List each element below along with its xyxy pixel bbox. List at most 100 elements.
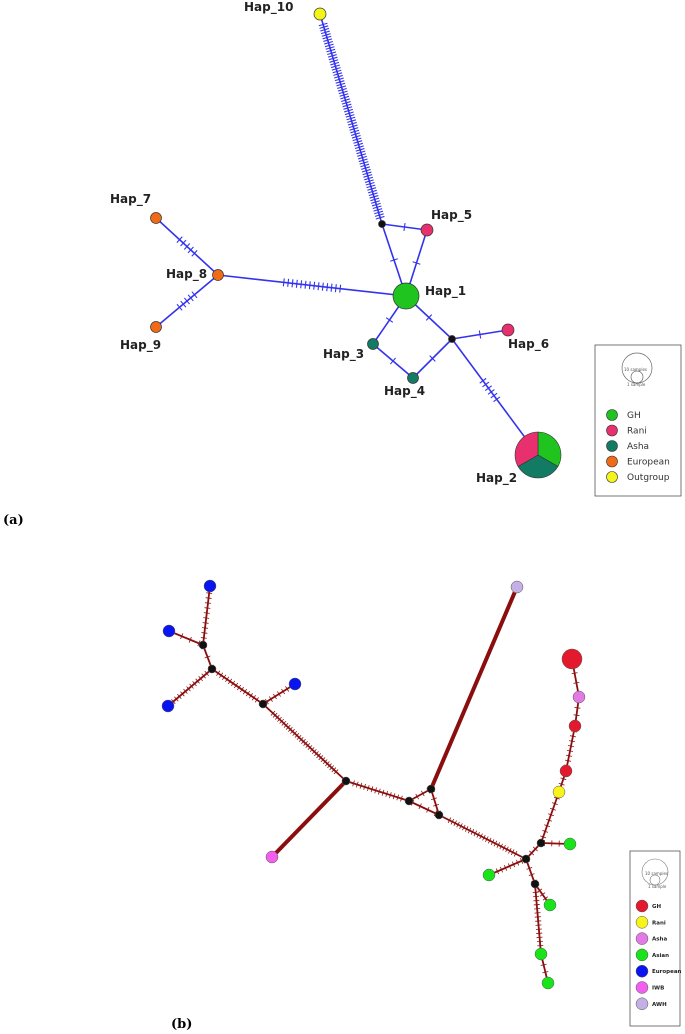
mutation-tick bbox=[216, 670, 221, 676]
mutation-tick bbox=[571, 672, 578, 675]
mutation-tick bbox=[495, 868, 500, 875]
mutation-tick bbox=[347, 121, 357, 126]
mutation-tick bbox=[412, 261, 421, 265]
mutation-tick bbox=[176, 236, 183, 243]
mutation-tick bbox=[415, 793, 420, 800]
hap-10-label: Hap_10 bbox=[244, 0, 293, 15]
mutation-tick bbox=[171, 699, 176, 705]
mutation-tick bbox=[392, 793, 396, 800]
mutation-tick bbox=[462, 824, 466, 831]
mutation-tick bbox=[327, 763, 332, 769]
gh-node bbox=[559, 764, 573, 778]
mutation-tick bbox=[473, 830, 478, 837]
mutation-tick bbox=[467, 827, 472, 834]
network-edge bbox=[217, 274, 407, 297]
hap-10-node bbox=[313, 7, 327, 21]
mutation-tick bbox=[204, 602, 212, 604]
hap-5-node bbox=[420, 223, 434, 237]
mutation-tick bbox=[300, 280, 303, 289]
legend-swatch bbox=[635, 964, 649, 978]
mutation-tick bbox=[329, 765, 335, 771]
mutation-tick bbox=[183, 243, 191, 250]
mutation-tick bbox=[180, 239, 187, 247]
mutation-tick bbox=[573, 681, 580, 684]
mutation-tick bbox=[535, 928, 542, 930]
legend-swatch bbox=[606, 455, 618, 468]
hap-2-pie-slice bbox=[537, 431, 562, 467]
mutation-tick bbox=[542, 829, 549, 833]
hap-4-node bbox=[407, 372, 419, 384]
mutation-tick bbox=[354, 142, 364, 147]
hap-3-label: Hap_3 bbox=[323, 347, 364, 362]
mutation-tick bbox=[323, 38, 333, 42]
legend-item-label: Rani bbox=[652, 920, 666, 926]
mutation-tick bbox=[320, 27, 330, 32]
mutation-tick bbox=[254, 697, 259, 703]
median-vector-node bbox=[448, 335, 456, 343]
size-scale-large-label: 10 samples bbox=[624, 367, 647, 372]
mutation-tick bbox=[268, 696, 273, 702]
asian-node bbox=[482, 868, 496, 882]
mutation-tick bbox=[186, 686, 191, 692]
network-edge bbox=[534, 883, 542, 955]
legend-item-label: European bbox=[652, 969, 682, 975]
mutation-tick bbox=[499, 843, 503, 850]
mutation-tick bbox=[183, 688, 188, 694]
mutation-tick bbox=[566, 754, 573, 757]
mutation-tick bbox=[201, 627, 209, 629]
mutation-tick bbox=[400, 795, 403, 802]
panel-b-edges bbox=[167, 585, 582, 984]
mutation-tick bbox=[304, 280, 307, 289]
mutation-tick bbox=[532, 891, 539, 894]
mutation-tick bbox=[482, 381, 490, 388]
mutation-tick bbox=[534, 916, 541, 918]
mutation-tick bbox=[355, 781, 359, 788]
hap-9-label: Hap_9 bbox=[120, 338, 161, 353]
mutation-tick bbox=[296, 734, 302, 740]
mutation-tick bbox=[574, 707, 581, 709]
size-scale-large-label-b: 10 samples bbox=[645, 871, 668, 876]
mutation-tick bbox=[513, 850, 518, 857]
network-edge bbox=[488, 858, 527, 876]
mutation-tick bbox=[371, 202, 381, 207]
mutation-tick bbox=[362, 171, 372, 176]
mutation-tick bbox=[546, 818, 552, 822]
mutation-tick bbox=[372, 205, 382, 210]
panel-a-label: (a) bbox=[3, 513, 24, 528]
mutation-tick bbox=[301, 739, 306, 744]
network-edge bbox=[211, 668, 264, 705]
mutation-tick bbox=[370, 786, 374, 793]
mutation-tick bbox=[281, 720, 287, 726]
mutation-tick bbox=[345, 114, 355, 118]
mutation-tick bbox=[339, 284, 342, 293]
panel-a-nodes bbox=[150, 7, 562, 479]
mutation-tick bbox=[189, 683, 194, 689]
hap-4-label: Hap_4 bbox=[384, 384, 425, 399]
mutation-tick bbox=[342, 103, 352, 108]
mutation-tick bbox=[176, 303, 183, 311]
mutation-tick bbox=[233, 682, 239, 689]
mutation-tick bbox=[371, 200, 380, 204]
mutation-tick bbox=[187, 246, 194, 254]
hap-6-node bbox=[501, 323, 515, 337]
hap-8-label: Hap_8 bbox=[166, 267, 207, 282]
mutation-tick bbox=[368, 192, 378, 197]
mutation-tick bbox=[361, 166, 370, 170]
legend-item-label: IWB bbox=[652, 986, 664, 992]
mutation-tick bbox=[353, 140, 363, 144]
mutation-tick bbox=[197, 640, 201, 647]
mutation-tick bbox=[359, 782, 363, 789]
mutation-tick bbox=[327, 54, 337, 58]
panel-b-nodes bbox=[161, 579, 586, 990]
mutation-tick bbox=[536, 936, 543, 939]
hap-3-node bbox=[367, 338, 379, 350]
panel-b-label: (b) bbox=[171, 1017, 192, 1032]
size-scale-small-circle-b bbox=[649, 874, 661, 886]
legend-item-label: GH bbox=[652, 904, 662, 910]
mutation-tick bbox=[453, 820, 457, 827]
mutation-tick bbox=[337, 85, 347, 89]
mutation-tick bbox=[560, 777, 567, 781]
mutation-tick bbox=[328, 56, 338, 61]
mutation-tick bbox=[282, 278, 285, 287]
